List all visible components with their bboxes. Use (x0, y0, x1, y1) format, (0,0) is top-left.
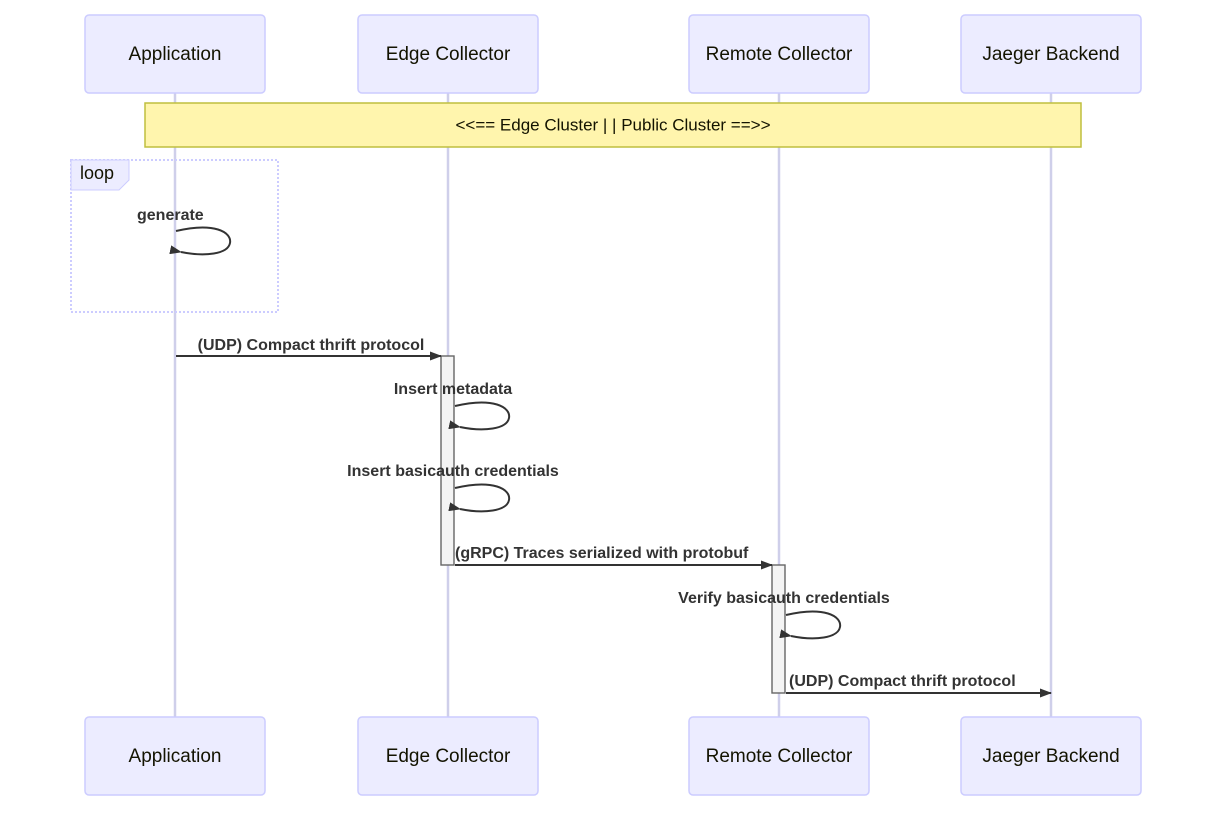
participant-label: Edge Collector (386, 746, 511, 767)
participant-remote-collector-bottom[interactable]: Remote Collector (688, 716, 870, 796)
message-insert-basicauth-credentials-label: Insert basicauth credentials (347, 463, 559, 480)
participant-box[interactable] (84, 14, 266, 94)
message-verify-basicauth-credentials-path (779, 610, 842, 640)
activation-remote-collector (771, 564, 786, 694)
activation-edge-collector (440, 355, 455, 566)
participant-jaeger-backend-top[interactable]: Jaeger Backend (960, 14, 1142, 94)
participant-box[interactable] (84, 716, 266, 796)
participant-label: Jaeger Backend (982, 44, 1119, 65)
participant-box[interactable] (688, 14, 870, 94)
message-insert-basicauth-credentials-path (448, 483, 511, 513)
message-insert-basicauth-credentials: Insert basicauth credentials (347, 463, 559, 513)
message-insert-metadata: Insert metadata (394, 381, 512, 431)
participant-edge-collector-top[interactable]: Edge Collector (357, 14, 539, 94)
participant-box[interactable] (357, 14, 539, 94)
loop-frame-rect (70, 159, 279, 313)
message-insert-metadata-label: Insert metadata (394, 381, 512, 398)
participant-label: Remote Collector (706, 746, 853, 767)
participant-box[interactable] (960, 716, 1142, 796)
lifelines-group (173, 93, 1053, 717)
loop-tag-shape (70, 159, 130, 191)
participant-box[interactable] (357, 716, 539, 796)
message-generate-path (169, 226, 232, 256)
participants-top: Application Edge Collector Remote Collec… (84, 14, 1142, 94)
note-rect (144, 102, 1082, 148)
message-verify-basicauth-credentials-label: Verify basicauth credentials (678, 590, 890, 607)
message-grpc-traces-protobuf-label: (gRPC) Traces serialized with protobuf (455, 545, 749, 562)
messages-group: generate (UDP) Compact thrift protocol I… (137, 207, 1052, 698)
message-insert-metadata-path (448, 401, 511, 431)
participant-remote-collector-top[interactable]: Remote Collector (688, 14, 870, 94)
participant-edge-collector-bottom[interactable]: Edge Collector (357, 716, 539, 796)
message-generate: generate (137, 207, 232, 256)
participant-label: Jaeger Backend (982, 746, 1119, 767)
participant-box[interactable] (688, 716, 870, 796)
note-text: <<== Edge Cluster | | Public Cluster ==>… (455, 115, 770, 134)
participant-label: Edge Collector (386, 44, 511, 65)
message-udp-compact-thrift-1-label: (UDP) Compact thrift protocol (198, 337, 425, 354)
participant-jaeger-backend-bottom[interactable]: Jaeger Backend (960, 716, 1142, 796)
participant-label: Remote Collector (706, 44, 853, 65)
loop-tag-label: loop (80, 163, 114, 183)
participants-bottom: Application Edge Collector Remote Collec… (84, 716, 1142, 796)
message-generate-label: generate (137, 207, 204, 224)
loop-fragment: loop (70, 159, 279, 313)
message-grpc-traces-protobuf: (gRPC) Traces serialized with protobuf (455, 545, 773, 570)
participant-application-top[interactable]: Application (84, 14, 266, 94)
participant-label: Application (129, 44, 222, 65)
message-udp-compact-thrift-2-label: (UDP) Compact thrift protocol (789, 673, 1016, 690)
participant-application-bottom[interactable]: Application (84, 716, 266, 796)
message-udp-compact-thrift-1: (UDP) Compact thrift protocol (176, 337, 442, 361)
note-edge-public-cluster: <<== Edge Cluster | | Public Cluster ==>… (144, 102, 1082, 148)
participant-box[interactable] (960, 14, 1142, 94)
message-verify-basicauth-credentials: Verify basicauth credentials (678, 590, 890, 640)
participant-label: Application (129, 746, 222, 767)
activations-group (440, 355, 786, 694)
message-udp-compact-thrift-2: (UDP) Compact thrift protocol (786, 673, 1052, 698)
